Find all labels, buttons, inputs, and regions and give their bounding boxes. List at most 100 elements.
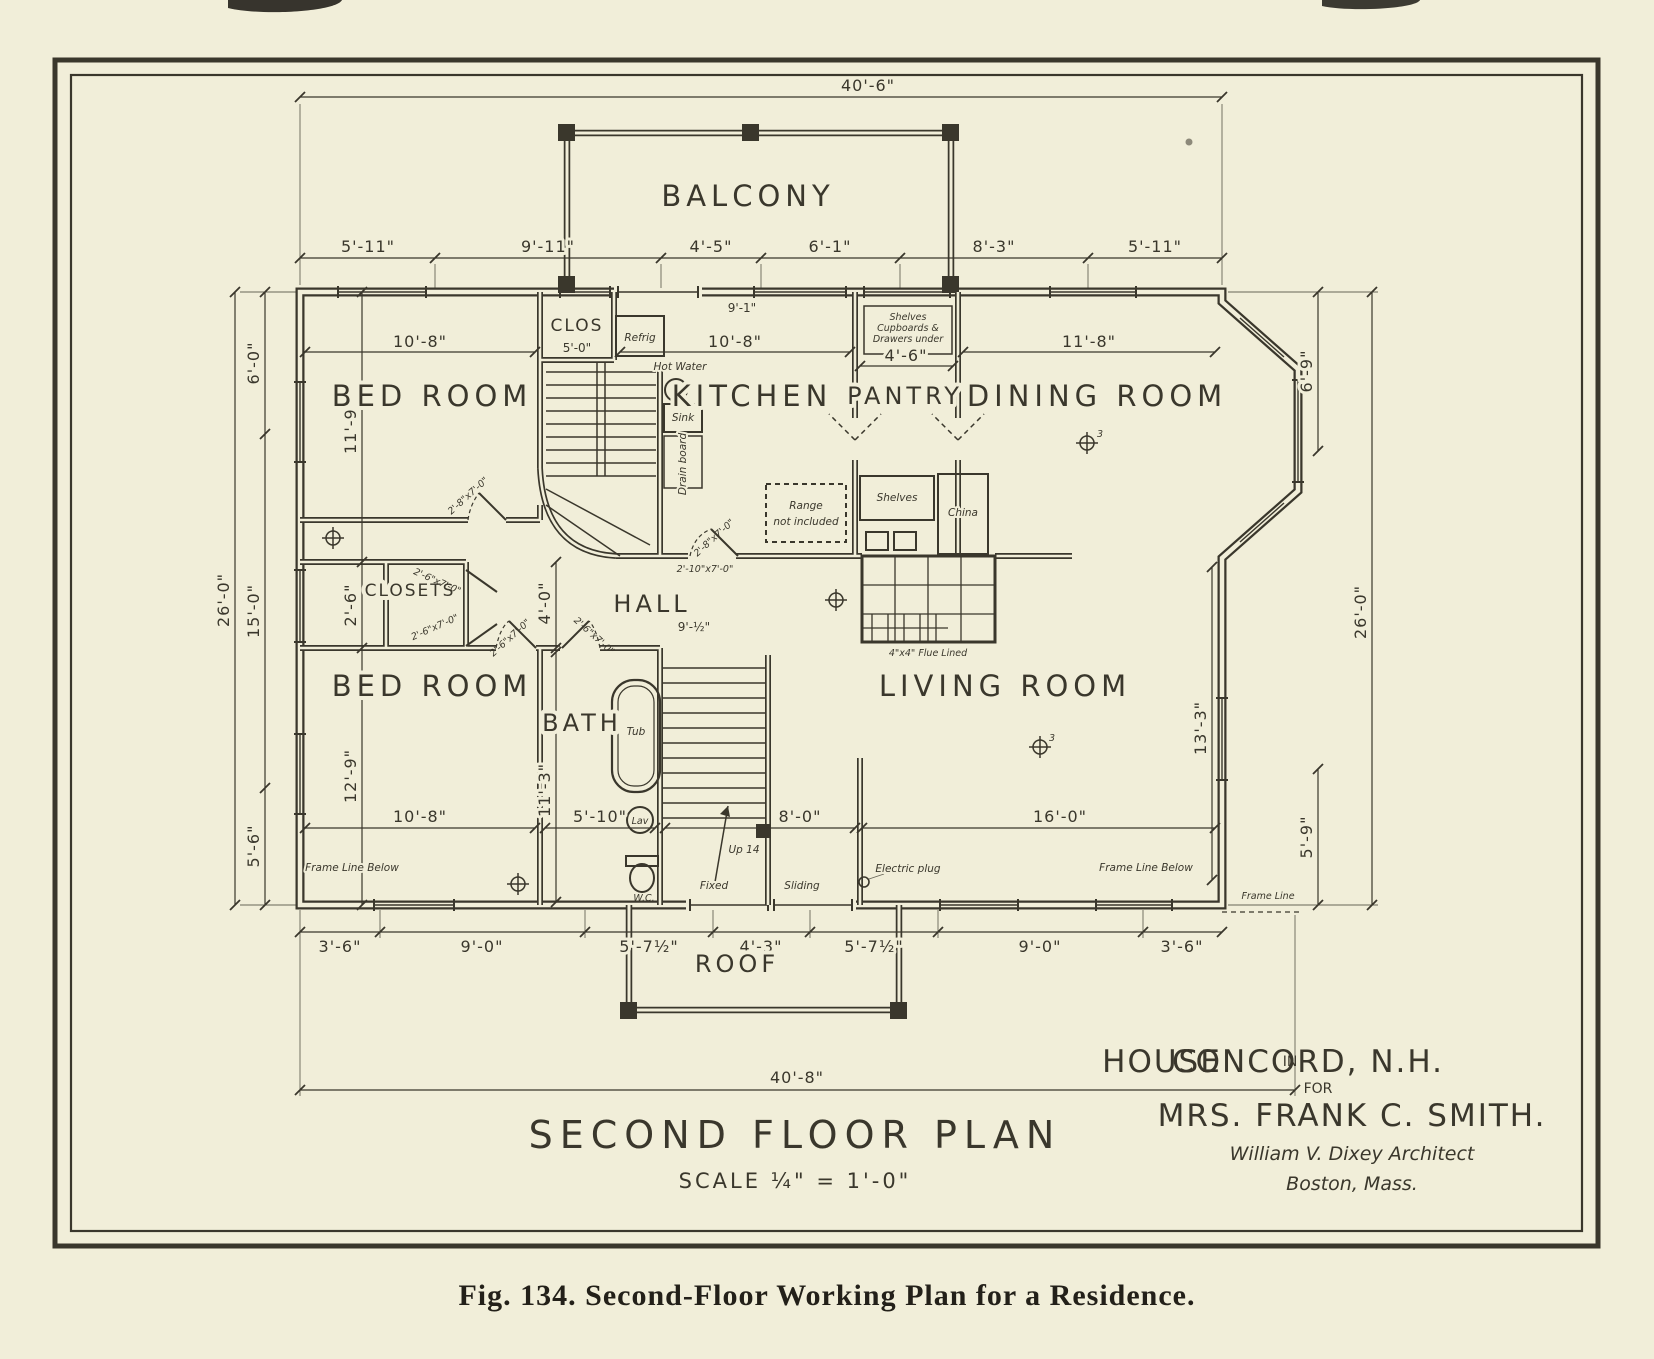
door-swings (465, 413, 985, 649)
plan-title: Second Floor Plan (529, 1113, 1062, 1157)
label-electric-plug: Electric plug (875, 863, 940, 875)
dim-pantry-width: 4'-6" (885, 346, 928, 365)
label-fixed: Fixed (700, 880, 729, 892)
label-up-14: Up 14 (728, 844, 759, 856)
dim-top-row-3: 6'-1" (809, 237, 852, 256)
door-size-note: 2'-8"x7'-0" (692, 517, 737, 559)
dimension-lines (229, 91, 1378, 1096)
page-frame (52, 57, 1601, 1249)
room-label-roof: Roof (695, 950, 779, 978)
label-pantry-note-1: Shelves (890, 312, 927, 323)
room-label-pantry: Pantry (847, 382, 963, 410)
label-sliding: Sliding (784, 880, 820, 892)
label-frame-line: Frame Line (1241, 891, 1294, 902)
light-symbol (507, 873, 529, 895)
label-shelves: Shelves (877, 492, 918, 504)
dim-bottom-row-1: 9'-0" (461, 937, 504, 956)
chimney (860, 531, 997, 644)
label-sink: Sink (672, 412, 695, 424)
exterior-walls (295, 287, 1303, 910)
dim-left-2-6: 2'-6" (341, 584, 360, 627)
light-mark: 3 (1097, 429, 1103, 440)
window-marks (294, 286, 1304, 911)
label-frame-line-below-right: Frame Line Below (1099, 862, 1193, 874)
dim-left-26-0: 26'-0" (214, 573, 233, 627)
room-label-hall: Hall (613, 590, 690, 618)
wc-bowl (629, 863, 655, 893)
house-title-place: Concord, N.H. (1172, 1044, 1444, 1080)
dim-dining-width: 11'-8" (1062, 332, 1116, 351)
architect-city: Boston, Mass. (1286, 1173, 1418, 1195)
dim-top-row-2: 4'-5" (690, 237, 733, 256)
label-tub: Tub (627, 726, 646, 738)
label-drain-board: Drain board (677, 433, 689, 496)
dim-left-6-0: 6'-0" (244, 342, 263, 385)
label-pantry-note-3: Drawers under (873, 334, 944, 345)
label-range-2: not included (773, 516, 839, 528)
dim-left-5-6: 5'-6" (244, 825, 263, 868)
dim-bottom-row-2: 5'-7½" (619, 937, 678, 956)
label-wc: W.C. (633, 893, 654, 904)
title-block: Second Floor Plan Scale ¼" = 1'-0" House… (526, 1044, 1547, 1195)
dim-top-overall: 40'-6" (841, 76, 895, 95)
dim-top-row-1: 9'-11" (521, 237, 575, 256)
pantry-fixtures (859, 305, 989, 555)
dim-right-13-3: 13'-3" (1191, 701, 1210, 755)
dim-kitchen-width: 10'-8" (708, 332, 762, 351)
dim-balcony-door: 9'-1" (728, 301, 756, 315)
figure-caption: Fig. 134. Second-Floor Working Plan for … (458, 1279, 1195, 1312)
dim-right-5-9: 5'-9" (1297, 816, 1316, 859)
dim-right-26-0: 26'-0" (1351, 585, 1370, 639)
light-mark: 3 (1049, 733, 1055, 744)
label-china: China (948, 507, 978, 519)
label-pantry-note-2: Cupboards & (877, 323, 939, 334)
up-arrow-icon (720, 806, 730, 817)
room-label-kitchen: Kitchen (672, 379, 833, 413)
label-lav: Lav (632, 816, 649, 827)
room-label-clos: Clos (551, 316, 604, 336)
dim-right-6-9: 6'-9" (1297, 350, 1316, 393)
door-size-note: 2'-6"x7'-0" (410, 612, 461, 643)
dim-hall-depth: 4'-0" (535, 582, 554, 625)
room-label-balcony: Balcony (661, 179, 834, 213)
label-flue: 4"x4" Flue Lined (889, 648, 968, 659)
light-symbol (1076, 432, 1098, 454)
balcony-structure (558, 124, 959, 293)
light-symbol (322, 527, 344, 549)
label-frame-line-below-left: Frame Line Below (305, 862, 399, 874)
label-refrig: Refrig (624, 332, 656, 344)
dimension-labels: 40'-6" 5'-11" 9'-11" 4'-5" 6'-1" 8'-3" 5… (211, 73, 1373, 1090)
dim-bath-width: 5'-10" (573, 807, 627, 826)
dim-top-row-5: 5'-11" (1128, 237, 1182, 256)
dim-hall-width: 8'-0" (779, 807, 822, 826)
lavatory-basin (626, 806, 654, 834)
dim-left-12-9: 12'-9" (341, 749, 360, 803)
door-size-note: 2'-8"x7'-0" (446, 475, 491, 517)
dim-left-11-9: 11'-9" (341, 400, 360, 454)
dim-bottom-row-5: 9'-0" (1019, 937, 1062, 956)
house-title-house: House (1102, 1044, 1222, 1080)
room-label-living-room: Living Room (879, 669, 1131, 703)
plan-scale: Scale ¼" = 1'-0" (679, 1169, 912, 1193)
dim-top-row-4: 8'-3" (973, 237, 1016, 256)
dim-bottom-row-6: 3'-6" (1161, 937, 1204, 956)
door-size-note: 2'-6"x7'-0" (571, 615, 616, 657)
dim-bottom-row-3: 4'-3" (740, 937, 783, 956)
label-range-1: Range (789, 500, 823, 512)
bath-fixtures (610, 678, 662, 893)
light-symbol (1029, 736, 1051, 758)
dim-bed2-width: 10'-8" (393, 807, 447, 826)
dim-clos-width: 5'-0" (563, 341, 591, 355)
house-title-in: in (1283, 1054, 1298, 1070)
label-hot-water: Hot Water (654, 361, 708, 373)
dim-top-row-0: 5'-11" (341, 237, 395, 256)
dim-bed1-width: 10'-8" (393, 332, 447, 351)
door-size-note: 2'-10"x7'-0" (677, 564, 734, 575)
scan-artifacts (228, 0, 1420, 146)
dim-bottom-row-4: 5'-7½" (844, 937, 903, 956)
architect-name: William V. Dixey Architect (1230, 1143, 1476, 1165)
room-label-bath: Bath (542, 709, 622, 737)
dim-bottom-row-0: 3'-6" (319, 937, 362, 956)
house-title-client: Mrs. Frank C. Smith. (1158, 1098, 1547, 1134)
